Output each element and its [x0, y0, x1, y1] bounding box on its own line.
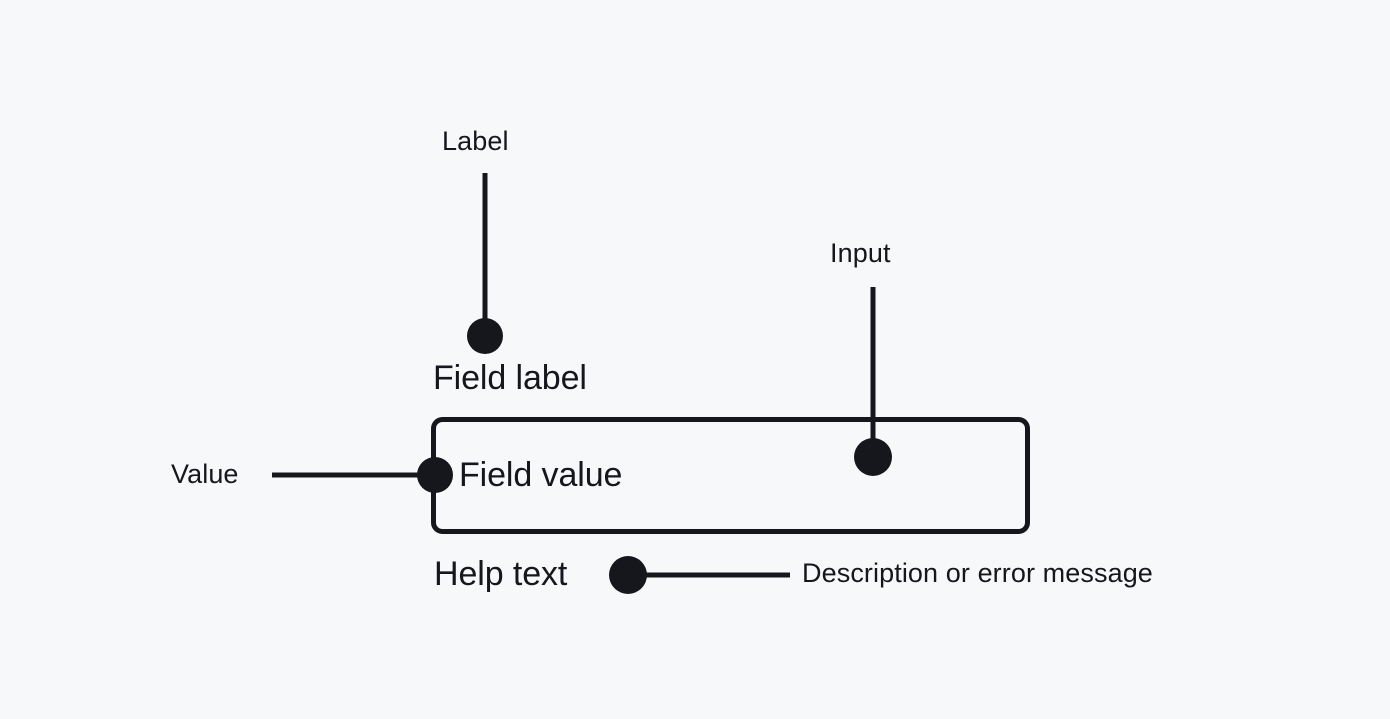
help-connector-dot: [609, 556, 647, 594]
annotation-input: Input: [830, 238, 891, 268]
field-help-text: Help text: [434, 555, 568, 593]
annotation-label: Label: [442, 126, 509, 156]
field-value[interactable]: Field value: [459, 456, 623, 494]
input-connector-dot: [854, 438, 892, 476]
value-connector-dot: [417, 457, 453, 493]
annotation-value: Value: [171, 459, 239, 489]
label-connector-dot: [467, 318, 503, 354]
field-label: Field label: [433, 359, 587, 397]
annotation-description: Description or error message: [802, 558, 1153, 588]
